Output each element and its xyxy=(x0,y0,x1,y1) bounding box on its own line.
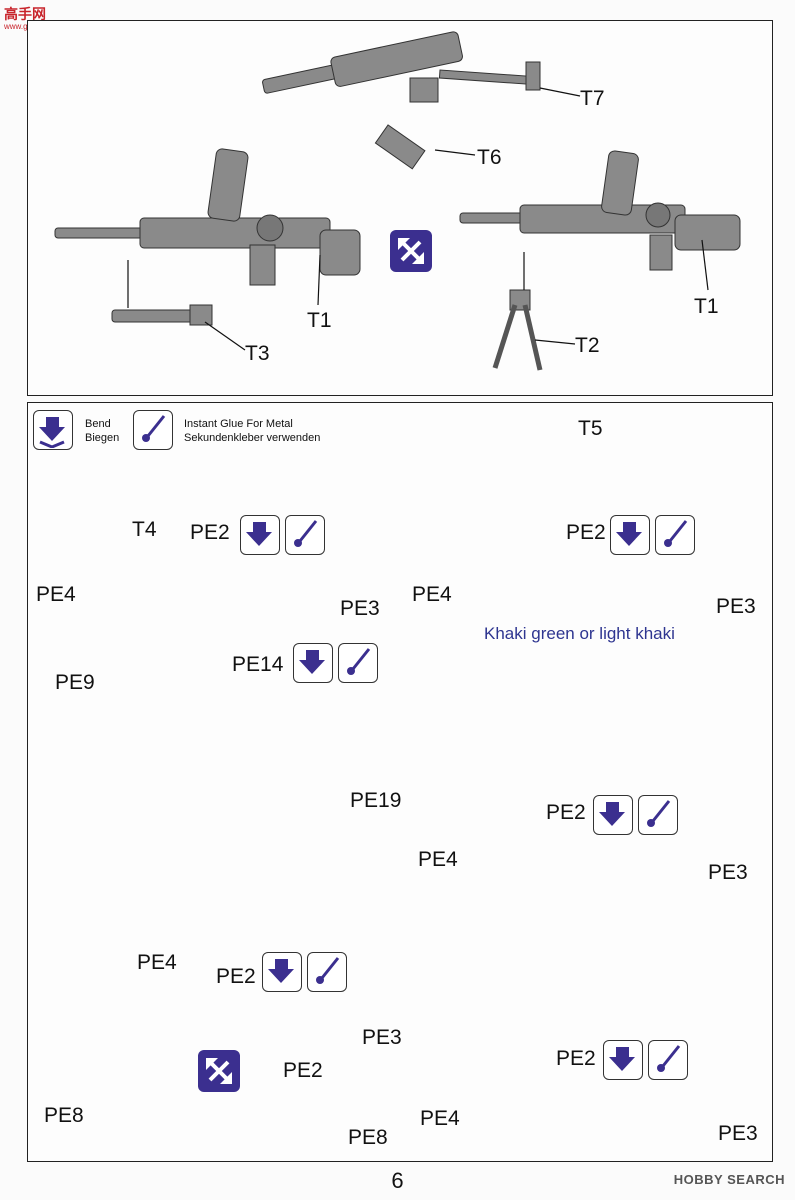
part-label-pe8: PE8 xyxy=(44,1104,84,1127)
glue-icon xyxy=(655,515,695,555)
part-label-pe4: PE4 xyxy=(412,583,452,606)
bend-icon xyxy=(610,515,650,555)
alternative-symbol-icon xyxy=(198,1050,240,1092)
glue-icon xyxy=(285,515,325,555)
watermark-logo: 高手网 xyxy=(4,6,46,22)
part-label-pe3: PE3 xyxy=(362,1026,402,1049)
part-label-pe4: PE4 xyxy=(36,583,76,606)
bend-icon xyxy=(293,643,333,683)
part-label-t6: T6 xyxy=(477,146,502,169)
part-label-t5: T5 xyxy=(578,417,603,440)
part-label-pe3: PE3 xyxy=(718,1122,758,1145)
page-number: 6 xyxy=(391,1168,404,1193)
part-label-pe2: PE2 xyxy=(190,521,230,544)
part-label-pe2: PE2 xyxy=(556,1047,596,1070)
hobby-search-watermark: HOBBY SEARCH xyxy=(673,1172,785,1187)
glue-icon xyxy=(307,952,347,992)
bend-icon xyxy=(240,515,280,555)
bren-gun-illustration xyxy=(54,148,361,286)
part-label-pe2: PE2 xyxy=(566,521,606,544)
bend-icon xyxy=(593,795,633,835)
glue-icon xyxy=(638,795,678,835)
part-label-pe2: PE2 xyxy=(283,1059,323,1082)
part-label-pe4: PE4 xyxy=(418,848,458,871)
part-label-t2: T2 xyxy=(575,334,600,357)
part-label-pe3: PE3 xyxy=(340,597,380,620)
glue-icon xyxy=(133,410,173,450)
part-label-pe4: PE4 xyxy=(420,1107,460,1130)
bend-icon xyxy=(603,1040,643,1080)
part-label-t4: T4 xyxy=(132,518,157,541)
part-label-pe2: PE2 xyxy=(216,965,256,988)
glue-icon xyxy=(648,1040,688,1080)
magazine-illustration xyxy=(374,124,426,170)
bend-icon xyxy=(262,952,302,992)
legend-glue-de: Sekundenkleber verwenden xyxy=(184,432,321,444)
part-label-pe4: PE4 xyxy=(137,951,177,974)
part-label-pe3: PE3 xyxy=(716,595,756,618)
part-label-pe14: PE14 xyxy=(232,653,284,676)
part-label-pe8: PE8 xyxy=(348,1126,388,1149)
alternative-symbol-icon xyxy=(390,230,432,272)
bipod-folded-illustration xyxy=(111,304,213,326)
color-note: Khaki green or light khaki xyxy=(484,624,675,643)
part-label-t1: T1 xyxy=(307,309,332,332)
legend-bend-en: Bend xyxy=(85,418,111,430)
part-label-t1-right: T1 xyxy=(694,295,719,318)
legend-bend-de: Biegen xyxy=(85,432,120,444)
bipod-illustration xyxy=(492,289,543,371)
bend-icon xyxy=(33,410,73,450)
part-label-t7: T7 xyxy=(580,87,605,110)
part-label-t3: T3 xyxy=(245,342,270,365)
sten-gun-illustration xyxy=(262,31,541,103)
legend-glue-en: Instant Glue For Metal xyxy=(184,418,293,430)
glue-icon xyxy=(338,643,378,683)
part-label-pe9: PE9 xyxy=(55,671,95,694)
part-label-pe2: PE2 xyxy=(546,801,586,824)
part-label-pe19: PE19 xyxy=(350,789,402,812)
part-label-pe3: PE3 xyxy=(708,861,748,884)
bren-gun-illustration-2 xyxy=(459,150,741,271)
